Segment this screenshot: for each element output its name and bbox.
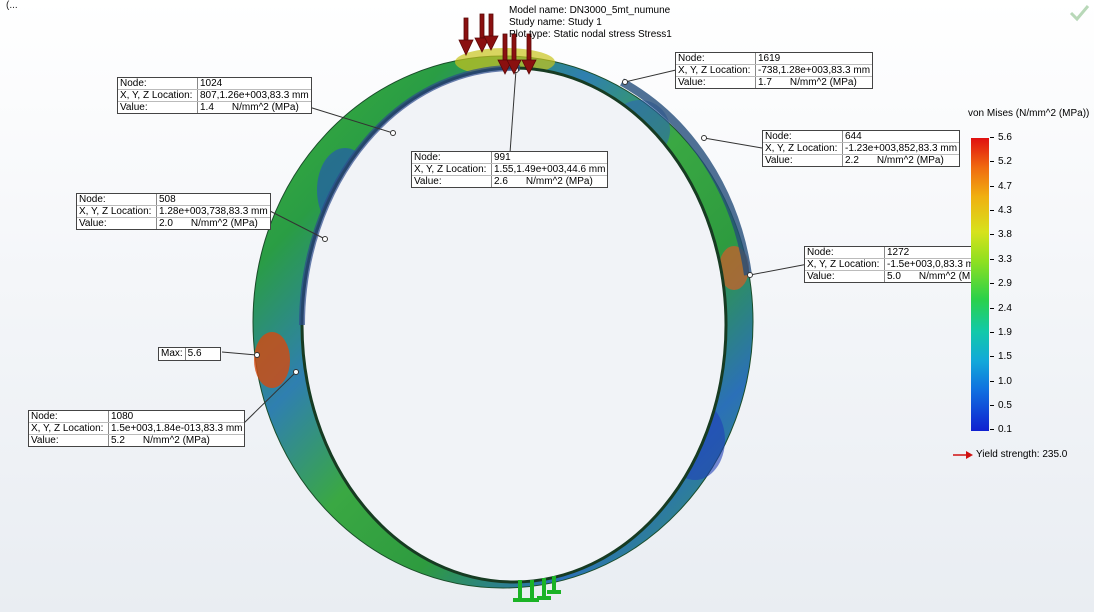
probe-box-node-1272[interactable]: Node:1272 X, Y, Z Location:-1.5e+003,0,8… <box>804 246 989 283</box>
legend-tick: 5.6 <box>990 132 1012 143</box>
probe-leader-lines <box>221 69 809 426</box>
location-label: X, Y, Z Location: <box>412 164 492 175</box>
node-value: 1024 <box>200 78 223 89</box>
node-value: 508 <box>159 194 176 205</box>
value-label: Value: <box>676 77 756 88</box>
study-name: Study name: Study 1 <box>509 17 602 28</box>
node-label: Node: <box>805 247 885 258</box>
force-arrow-icon[interactable] <box>458 13 537 75</box>
node-value: 1272 <box>887 247 910 258</box>
value-label: Value: <box>118 102 198 113</box>
location-value: 1.55,1.49e+003,44.6 mm <box>494 164 606 175</box>
arrow-right-icon <box>953 450 973 459</box>
legend-tick: 3.3 <box>990 254 1012 265</box>
legend-tick: 5.2 <box>990 156 1012 167</box>
value-label: Value: <box>805 271 885 282</box>
stress-value: 2.2 <box>845 155 859 166</box>
yield-strength-text: Yield strength: 235.0 <box>976 449 1068 460</box>
stress-value: 2.6 <box>494 176 508 187</box>
legend-tick: 3.8 <box>990 229 1012 240</box>
location-label: X, Y, Z Location: <box>763 143 843 154</box>
legend-tick: 1.9 <box>990 327 1012 338</box>
legend-tick: 4.3 <box>990 205 1012 216</box>
overflow-indicator[interactable]: (... <box>6 0 18 11</box>
value-label: Value: <box>29 435 109 446</box>
location-label: X, Y, Z Location: <box>805 259 885 270</box>
legend-tick: 0.1 <box>990 424 1012 435</box>
checkmark-icon[interactable] <box>1068 2 1090 24</box>
legend-tick: 1.0 <box>990 376 1012 387</box>
stress-value: 5.2 <box>111 435 125 446</box>
ring-inner-band-edge <box>299 64 521 326</box>
stress-unit: N/mm^2 (MPa) <box>525 176 593 187</box>
node-label: Node: <box>77 194 157 205</box>
location-value: 1.5e+003,1.84e-013,83.3 mm <box>111 423 243 434</box>
value-label: Value: <box>763 155 843 166</box>
location-value: -1.5e+003,0,83.3 mm <box>887 259 983 270</box>
node-value: 1080 <box>111 411 134 422</box>
location-label: X, Y, Z Location: <box>29 423 109 434</box>
location-value: -738,1.28e+003,83.3 mm <box>758 65 871 76</box>
probe-box-node-1024[interactable]: Node:1024 X, Y, Z Location:807,1.26e+003… <box>117 77 312 114</box>
stress-unit: N/mm^2 (MPa) <box>190 218 258 229</box>
node-value: 644 <box>845 131 862 142</box>
legend-tick: 1.5 <box>990 351 1012 362</box>
yield-strength-indicator: Yield strength: 235.0 <box>952 449 1067 460</box>
stress-color-bar[interactable] <box>971 138 989 431</box>
value-label: Value: <box>412 176 492 187</box>
location-value: 1.28e+003,738,83.3 mm <box>159 206 268 217</box>
node-label: Node: <box>118 78 198 89</box>
legend-tick: 2.4 <box>990 303 1012 314</box>
probe-box-node-1080[interactable]: Node:1080 X, Y, Z Location:1.5e+003,1.84… <box>28 410 246 447</box>
stress-value: 1.4 <box>200 102 214 113</box>
stress-unit: N/mm^2 (MPa) <box>231 102 299 113</box>
location-label: X, Y, Z Location: <box>676 65 756 76</box>
stress-unit: N/mm^2 (MPa) <box>142 435 210 446</box>
study-info-header: Model name: DN3000_5mt_numune Study name… <box>509 5 672 41</box>
node-label: Node: <box>676 53 756 64</box>
legend-title: von Mises (N/mm^2 (MPa)) <box>968 108 1090 119</box>
node-value: 1619 <box>758 53 781 64</box>
ring-inner-band-edge-right <box>620 78 752 276</box>
legend-tick: 2.9 <box>990 278 1012 289</box>
stress-unit: N/mm^2 (MPa) <box>876 155 944 166</box>
stress-value: 1.7 <box>758 77 772 88</box>
value-label: Value: <box>77 218 157 229</box>
plot-type: Plot type: Static nodal stress Stress1 <box>509 29 672 40</box>
stress-unit: N/mm^2 (MPa) <box>789 77 857 88</box>
probe-box-node-991[interactable]: Node:991 X, Y, Z Location:1.55,1.49e+003… <box>411 151 609 188</box>
legend-tick: 4.7 <box>990 181 1012 192</box>
max-value: 5.6 <box>184 348 220 360</box>
node-label: Node: <box>29 411 109 422</box>
legend-tick: 0.5 <box>990 400 1012 411</box>
node-label: Node: <box>763 131 843 142</box>
location-label: X, Y, Z Location: <box>118 90 198 101</box>
location-value: 807,1.26e+003,83.3 mm <box>200 90 309 101</box>
fixture-icon[interactable] <box>513 576 561 602</box>
stress-unit: N/mm^2 (MPa) <box>918 271 986 282</box>
stress-spot-left <box>254 332 290 388</box>
stress-value: 2.0 <box>159 218 173 229</box>
probe-box-node-508[interactable]: Node:508 X, Y, Z Location:1.28e+003,738,… <box>76 193 271 230</box>
max-label: Max: <box>161 348 183 359</box>
probe-box-node-1619[interactable]: Node:1619 X, Y, Z Location:-738,1.28e+00… <box>675 52 874 89</box>
max-stress-label[interactable]: Max: 5.6 <box>158 347 221 361</box>
model-name: Model name: DN3000_5mt_numune <box>509 5 671 16</box>
location-label: X, Y, Z Location: <box>77 206 157 217</box>
location-value: -1.23e+003,852,83.3 mm <box>845 143 958 154</box>
node-label: Node: <box>412 152 492 163</box>
stress-value: 5.0 <box>887 271 901 282</box>
node-value: 991 <box>494 152 511 163</box>
probe-box-node-644[interactable]: Node:644 X, Y, Z Location:-1.23e+003,852… <box>762 130 961 167</box>
